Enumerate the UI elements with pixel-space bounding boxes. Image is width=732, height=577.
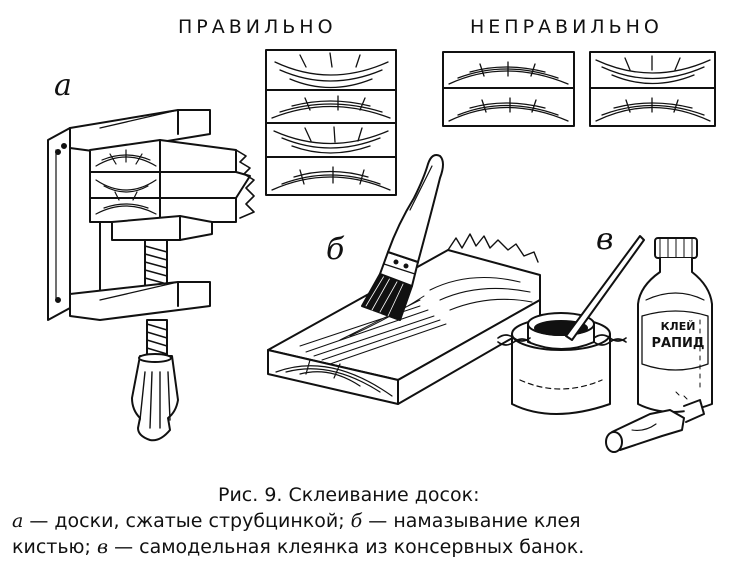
- caption-line3-start: кистью;: [12, 536, 97, 558]
- bottle-label-line1: КЛЕЙ: [660, 320, 696, 333]
- correct-board-stack: [265, 49, 397, 196]
- panel-letter-b: б: [326, 232, 345, 267]
- figure-caption-title: Рис. 9. Склеивание досок:: [218, 484, 480, 506]
- caption-letter-v: в: [96, 536, 109, 558]
- caption-letter-b: б: [350, 510, 363, 532]
- panel-letter-v: в: [596, 222, 614, 257]
- caption-a-text: — доски, сжатые струбцинкой;: [23, 510, 351, 532]
- figure-caption-line2: а — доски, сжатые струбцинкой; б — намаз…: [12, 510, 581, 532]
- clamp-illustration: [47, 109, 255, 442]
- board-with-brush: [267, 154, 541, 405]
- glue-bottle: [637, 237, 713, 413]
- incorrect-board-pair-2: [589, 51, 716, 127]
- caption-letter-a: а: [12, 510, 24, 532]
- incorrect-board-pair-1: [442, 51, 575, 127]
- caption-b-text: — намазывание клея: [362, 510, 581, 532]
- glue-tube: [605, 399, 705, 453]
- figure-caption-line3: кистью; в — самодельная клеянка из консе…: [12, 536, 584, 558]
- correct-header: ПРАВИЛЬНО: [178, 16, 337, 38]
- bottle-label-line2: РАПИД: [651, 336, 705, 351]
- caption-v-text: — самодельная клеянка из консервных бано…: [108, 536, 585, 558]
- panel-letter-a: а: [54, 68, 72, 103]
- glue-pot: [497, 235, 645, 415]
- incorrect-header: НЕПРАВИЛЬНО: [470, 16, 663, 38]
